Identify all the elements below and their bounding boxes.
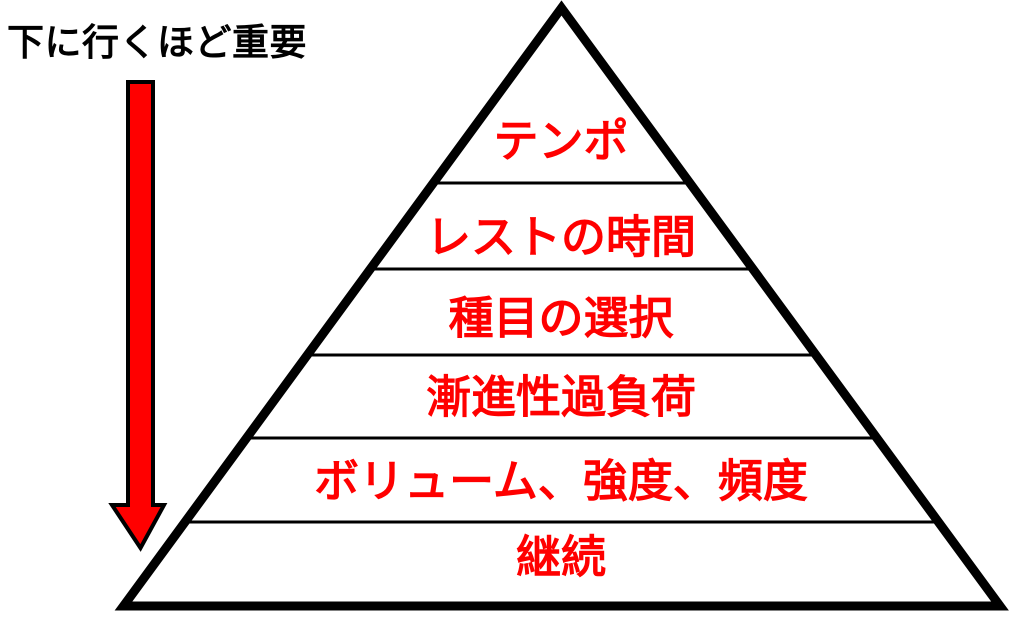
- pyramid-level-rest-time: レストの時間: [425, 211, 697, 263]
- pyramid-level-continuity: 継続: [515, 531, 607, 583]
- diagram-title: 下に行くほど重要: [7, 22, 307, 63]
- pyramid-outline: [114, 0, 1009, 611]
- down-arrow-icon: [108, 80, 168, 552]
- pyramid-level-tempo: テンポ: [493, 115, 629, 167]
- pyramid-level-progressive-overload: 漸進性過負荷: [425, 371, 697, 423]
- pyramid-level-exercise-selection: 種目の選択: [448, 292, 674, 344]
- pyramid-level-volume-intensity-frequency: ボリューム、強度、頻度: [314, 455, 808, 507]
